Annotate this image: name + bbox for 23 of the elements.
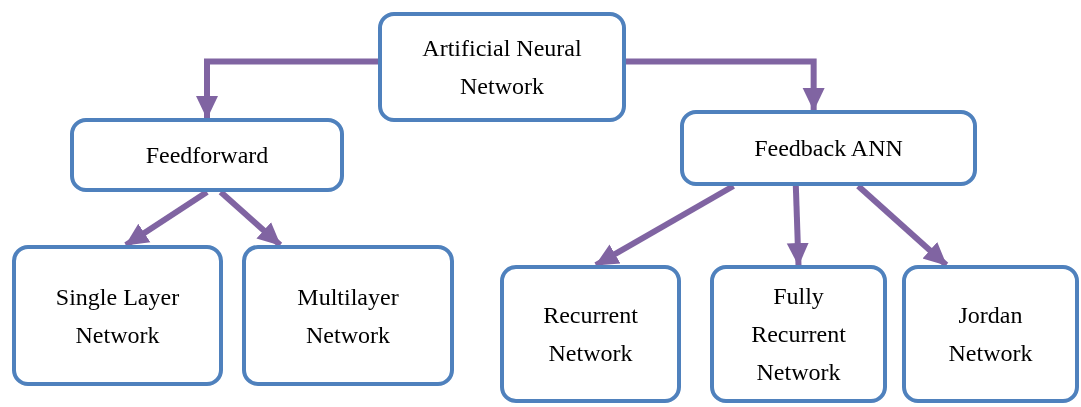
category-box [378, 12, 626, 122]
arrow [856, 183, 949, 268]
arrow [626, 58, 825, 111]
node-label: Feedback ANN [754, 134, 903, 163]
category-box [902, 265, 1079, 403]
node-label: Artificial Neural Network [421, 34, 583, 101]
node-label: Single Layer Network [54, 282, 181, 350]
arrow [196, 58, 378, 119]
node-label: Feedforward [145, 141, 269, 170]
node-label: Recurrent Network [542, 301, 639, 368]
arrow [218, 189, 283, 248]
node-label: Fully Recurrent Network [750, 282, 847, 387]
arrow [124, 189, 209, 248]
node-label: Multilayer Network [296, 282, 400, 350]
node-label: Jordan Network [947, 301, 1034, 368]
arrow [786, 185, 809, 266]
category-box [70, 118, 344, 192]
category-box [680, 110, 977, 186]
arrow [594, 183, 735, 268]
category-box [500, 265, 681, 403]
category-box [242, 245, 454, 386]
category-box [12, 245, 223, 386]
category-box [710, 265, 887, 403]
